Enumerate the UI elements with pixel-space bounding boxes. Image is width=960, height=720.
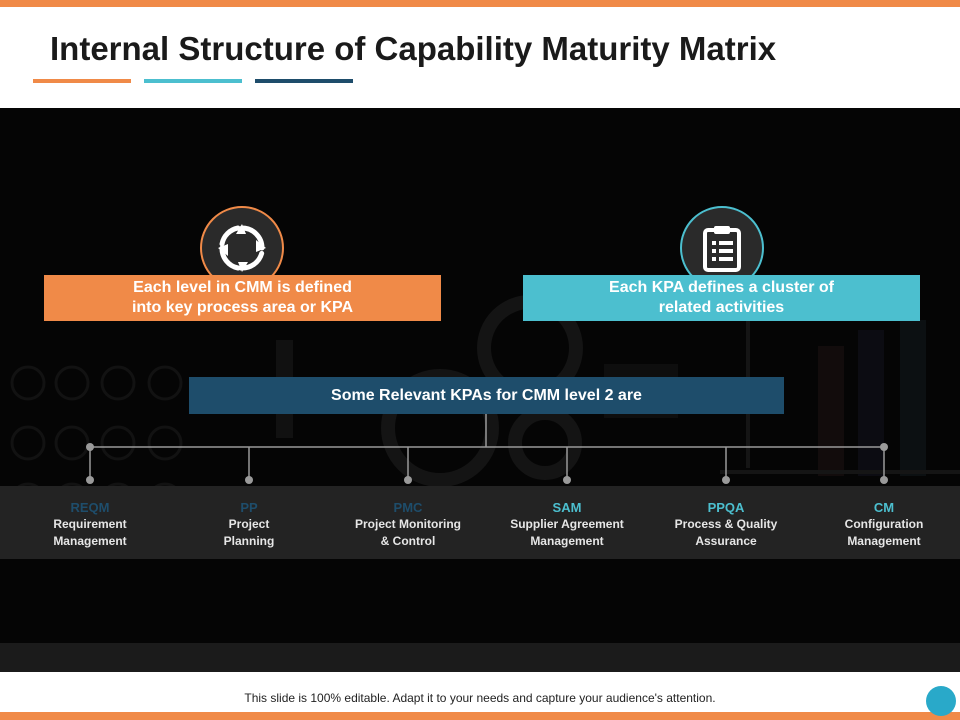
callout-left-line-2: into key process area or KPA: [131, 299, 354, 316]
panel-floor: [0, 643, 960, 672]
footer-note: This slide is 100% editable. Adapt it to…: [244, 691, 716, 705]
connector-lines: [86, 414, 888, 484]
kpa-desc-line-1: Requirement: [53, 517, 127, 531]
kpa-strip: [0, 486, 960, 559]
kpa-code: SAM: [552, 500, 582, 515]
kpa-desc-line-2: Management: [530, 534, 604, 548]
kpa-desc-line-2: Management: [53, 534, 127, 548]
clipboard-checklist-icon: [703, 226, 741, 272]
diagram-panel: Each level in CMM is defined into key pr…: [0, 108, 960, 672]
title-underline-navy: [255, 79, 353, 83]
kpa-item-cm: CM Configuration Management: [809, 500, 959, 549]
kpa-code: PPQA: [707, 500, 745, 515]
kpa-desc-line-1: Process & Quality: [674, 517, 778, 531]
callout-right-line-1: Each KPA defines a cluster of: [609, 279, 834, 296]
kpa-desc-line-1: Project Monitoring: [355, 517, 461, 531]
kpa-desc-line-1: Project: [228, 517, 270, 531]
callout-right-line-2: related activities: [658, 299, 785, 316]
refresh-cycle-icon: [218, 224, 266, 272]
kpa-desc-line-2: Assurance: [695, 534, 757, 548]
corner-dot: [926, 686, 956, 716]
top-accent-bar: [0, 0, 960, 7]
kpa-item-sam: SAM Supplier Agreement Management: [492, 500, 642, 549]
kpa-item-pp: PP Project Planning: [174, 500, 324, 549]
slide-title: Internal Structure of Capability Maturit…: [50, 30, 777, 67]
callout-cmm-levels: Each level in CMM is defined into key pr…: [44, 275, 441, 321]
kpa-desc-line-2: Planning: [223, 534, 275, 548]
kpa-desc-line-2: Management: [847, 534, 921, 548]
kpa-code: PMC: [393, 500, 423, 515]
kpa-code: CM: [873, 500, 895, 515]
title-underline-orange: [33, 79, 131, 83]
kpa-code: REQM: [70, 500, 110, 515]
kpa-desc-line-2: & Control: [380, 534, 436, 548]
kpa-item-pmc: PMC Project Monitoring & Control: [333, 500, 483, 549]
kpa-banner: Some Relevant KPAs for CMM level 2 are: [189, 377, 784, 414]
callout-kpa-definition: Each KPA defines a cluster of related ac…: [523, 275, 920, 321]
callout-left-line-1: Each level in CMM is defined: [133, 279, 352, 296]
bottom-accent-bar: [0, 712, 960, 720]
kpa-code: PP: [240, 500, 258, 515]
kpa-item-ppqa: PPQA Process & Quality Assurance: [651, 500, 801, 549]
title-underline-teal: [144, 79, 242, 83]
kpa-item-reqm: REQM Requirement Management: [15, 500, 165, 549]
kpa-desc-line-1: Configuration: [844, 517, 924, 531]
kpa-desc-line-1: Supplier Agreement: [510, 517, 624, 531]
